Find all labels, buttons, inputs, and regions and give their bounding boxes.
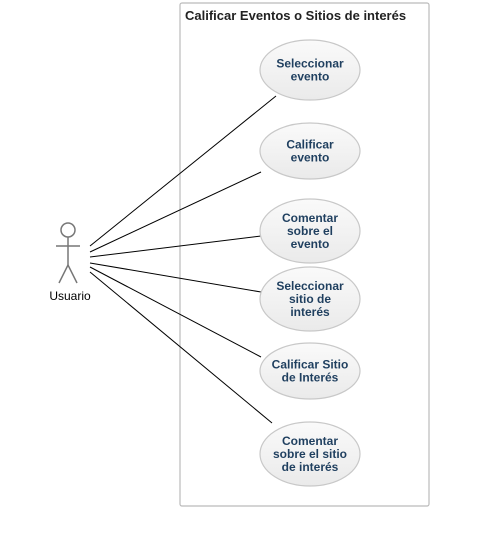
use-case-ellipse: [259, 266, 361, 332]
association-line: [89, 262, 262, 293]
stick-figure-icon: [56, 222, 80, 284]
association-line: [89, 95, 277, 247]
use-case-ellipse: [259, 198, 361, 264]
use-case-label: interés: [290, 305, 330, 319]
use-case-ellipse: [259, 421, 361, 487]
use-case-label: evento: [291, 70, 330, 84]
use-case-label: Seleccionar: [276, 279, 344, 293]
use-case-label: de Interés: [282, 371, 339, 385]
use-case-label: evento: [291, 151, 330, 165]
use-case-label: sobre el sitio: [273, 447, 347, 461]
use-case-label: Comentar: [282, 211, 338, 225]
association-line: [89, 235, 262, 258]
use-case-label: evento: [291, 237, 330, 251]
use-case-label: Calificar Sitio: [272, 358, 349, 372]
use-case-label: Calificar: [286, 138, 334, 152]
associations: [89, 95, 277, 424]
association-line: [89, 171, 262, 253]
use-case-label: Seleccionar: [276, 57, 344, 71]
use-case-ellipse: [259, 342, 361, 400]
association-line: [89, 266, 262, 358]
use-case-ellipse: [259, 122, 361, 180]
use-case-label: de interés: [282, 460, 339, 474]
actor-usuario[interactable]: Usuario: [49, 222, 91, 303]
actor-label: Usuario: [49, 289, 91, 303]
use-case-label: sobre el: [287, 224, 333, 238]
system-title: Calificar Eventos o Sitios de interés: [185, 8, 406, 23]
use-case-label: Comentar: [282, 434, 338, 448]
use-case-label: sitio de: [289, 292, 331, 306]
association-line: [89, 271, 273, 424]
use-case-ellipse: [259, 39, 361, 101]
use-cases: SeleccionareventoCalificareventoComentar…: [259, 39, 361, 487]
